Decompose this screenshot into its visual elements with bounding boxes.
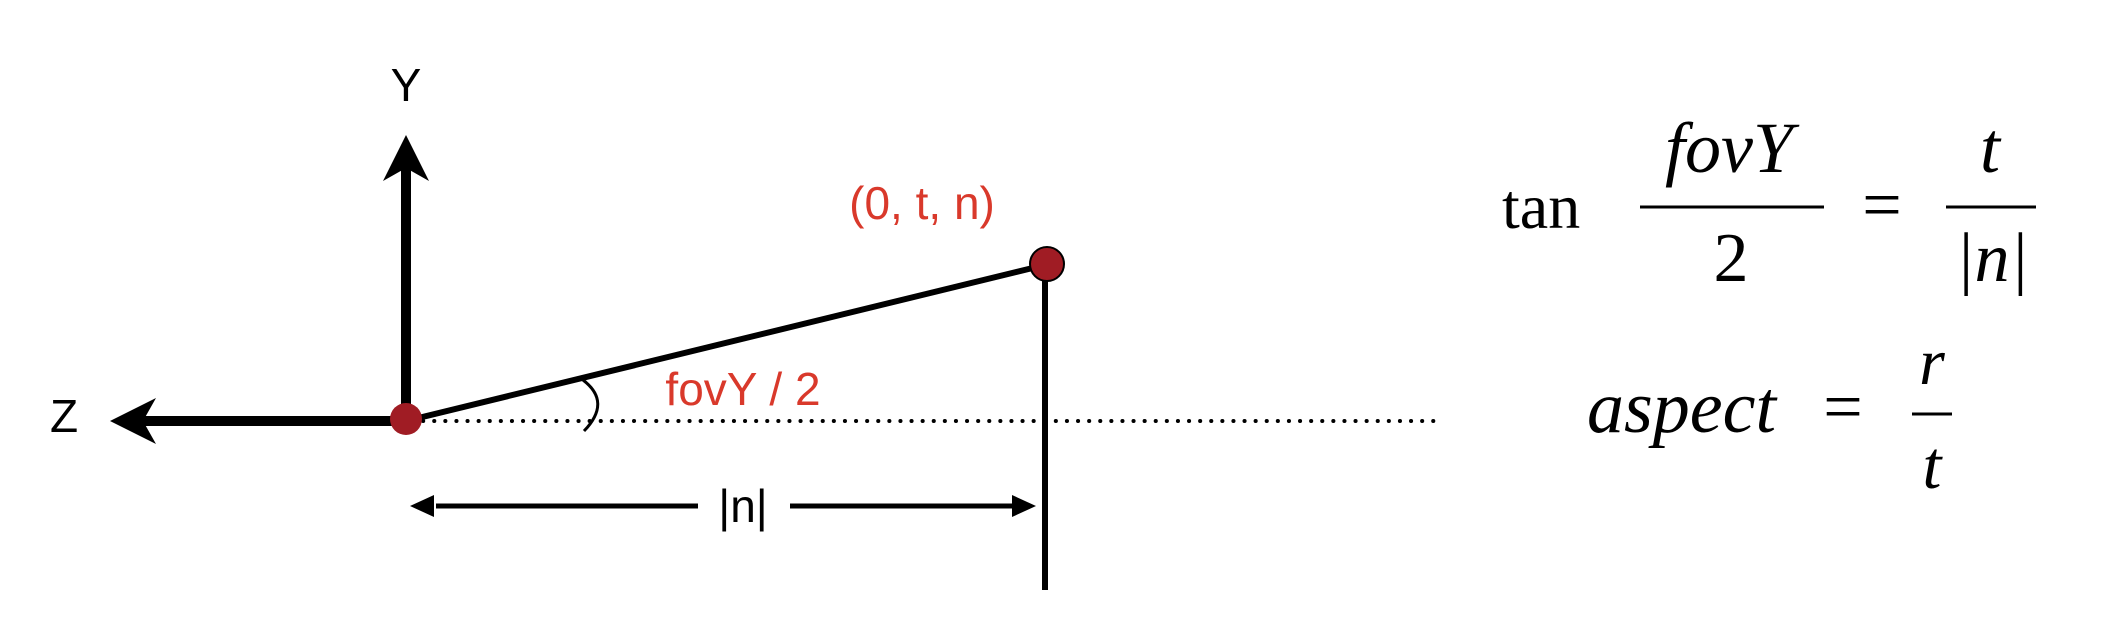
distance-arrowhead-right (1012, 495, 1036, 517)
distance-label: |n| (718, 480, 767, 532)
formula-tan-fov: tan fovY 2 = t |n| (1502, 108, 2036, 297)
fov-numerator: fovY (1665, 108, 1800, 188)
t-denominator: t (1923, 427, 1944, 503)
y-axis-label: Y (391, 59, 422, 111)
aspect-lhs: aspect (1587, 367, 1778, 449)
view-ray-line (405, 262, 1046, 424)
y-axis-arrowhead (383, 135, 429, 181)
formula-aspect: aspect = r t (1587, 326, 1952, 503)
equals-sign-2: = (1823, 369, 1862, 446)
fov-denominator: 2 (1714, 220, 1749, 297)
equals-sign-1: = (1862, 167, 1901, 244)
angle-arc (582, 378, 600, 433)
tan-function: tan (1502, 171, 1580, 242)
point-label: (0, t, n) (849, 177, 995, 229)
distance-arrowhead-left (410, 495, 434, 517)
angle-label: fovY / 2 (665, 363, 820, 415)
origin-point (390, 403, 422, 435)
z-axis-label: Z (50, 390, 78, 442)
z-axis-arrowhead (110, 398, 156, 444)
near-plane-point (1029, 246, 1065, 282)
t-numerator: t (1980, 108, 2002, 188)
n-denominator: |n| (1955, 220, 2029, 297)
r-numerator: r (1919, 326, 1945, 399)
